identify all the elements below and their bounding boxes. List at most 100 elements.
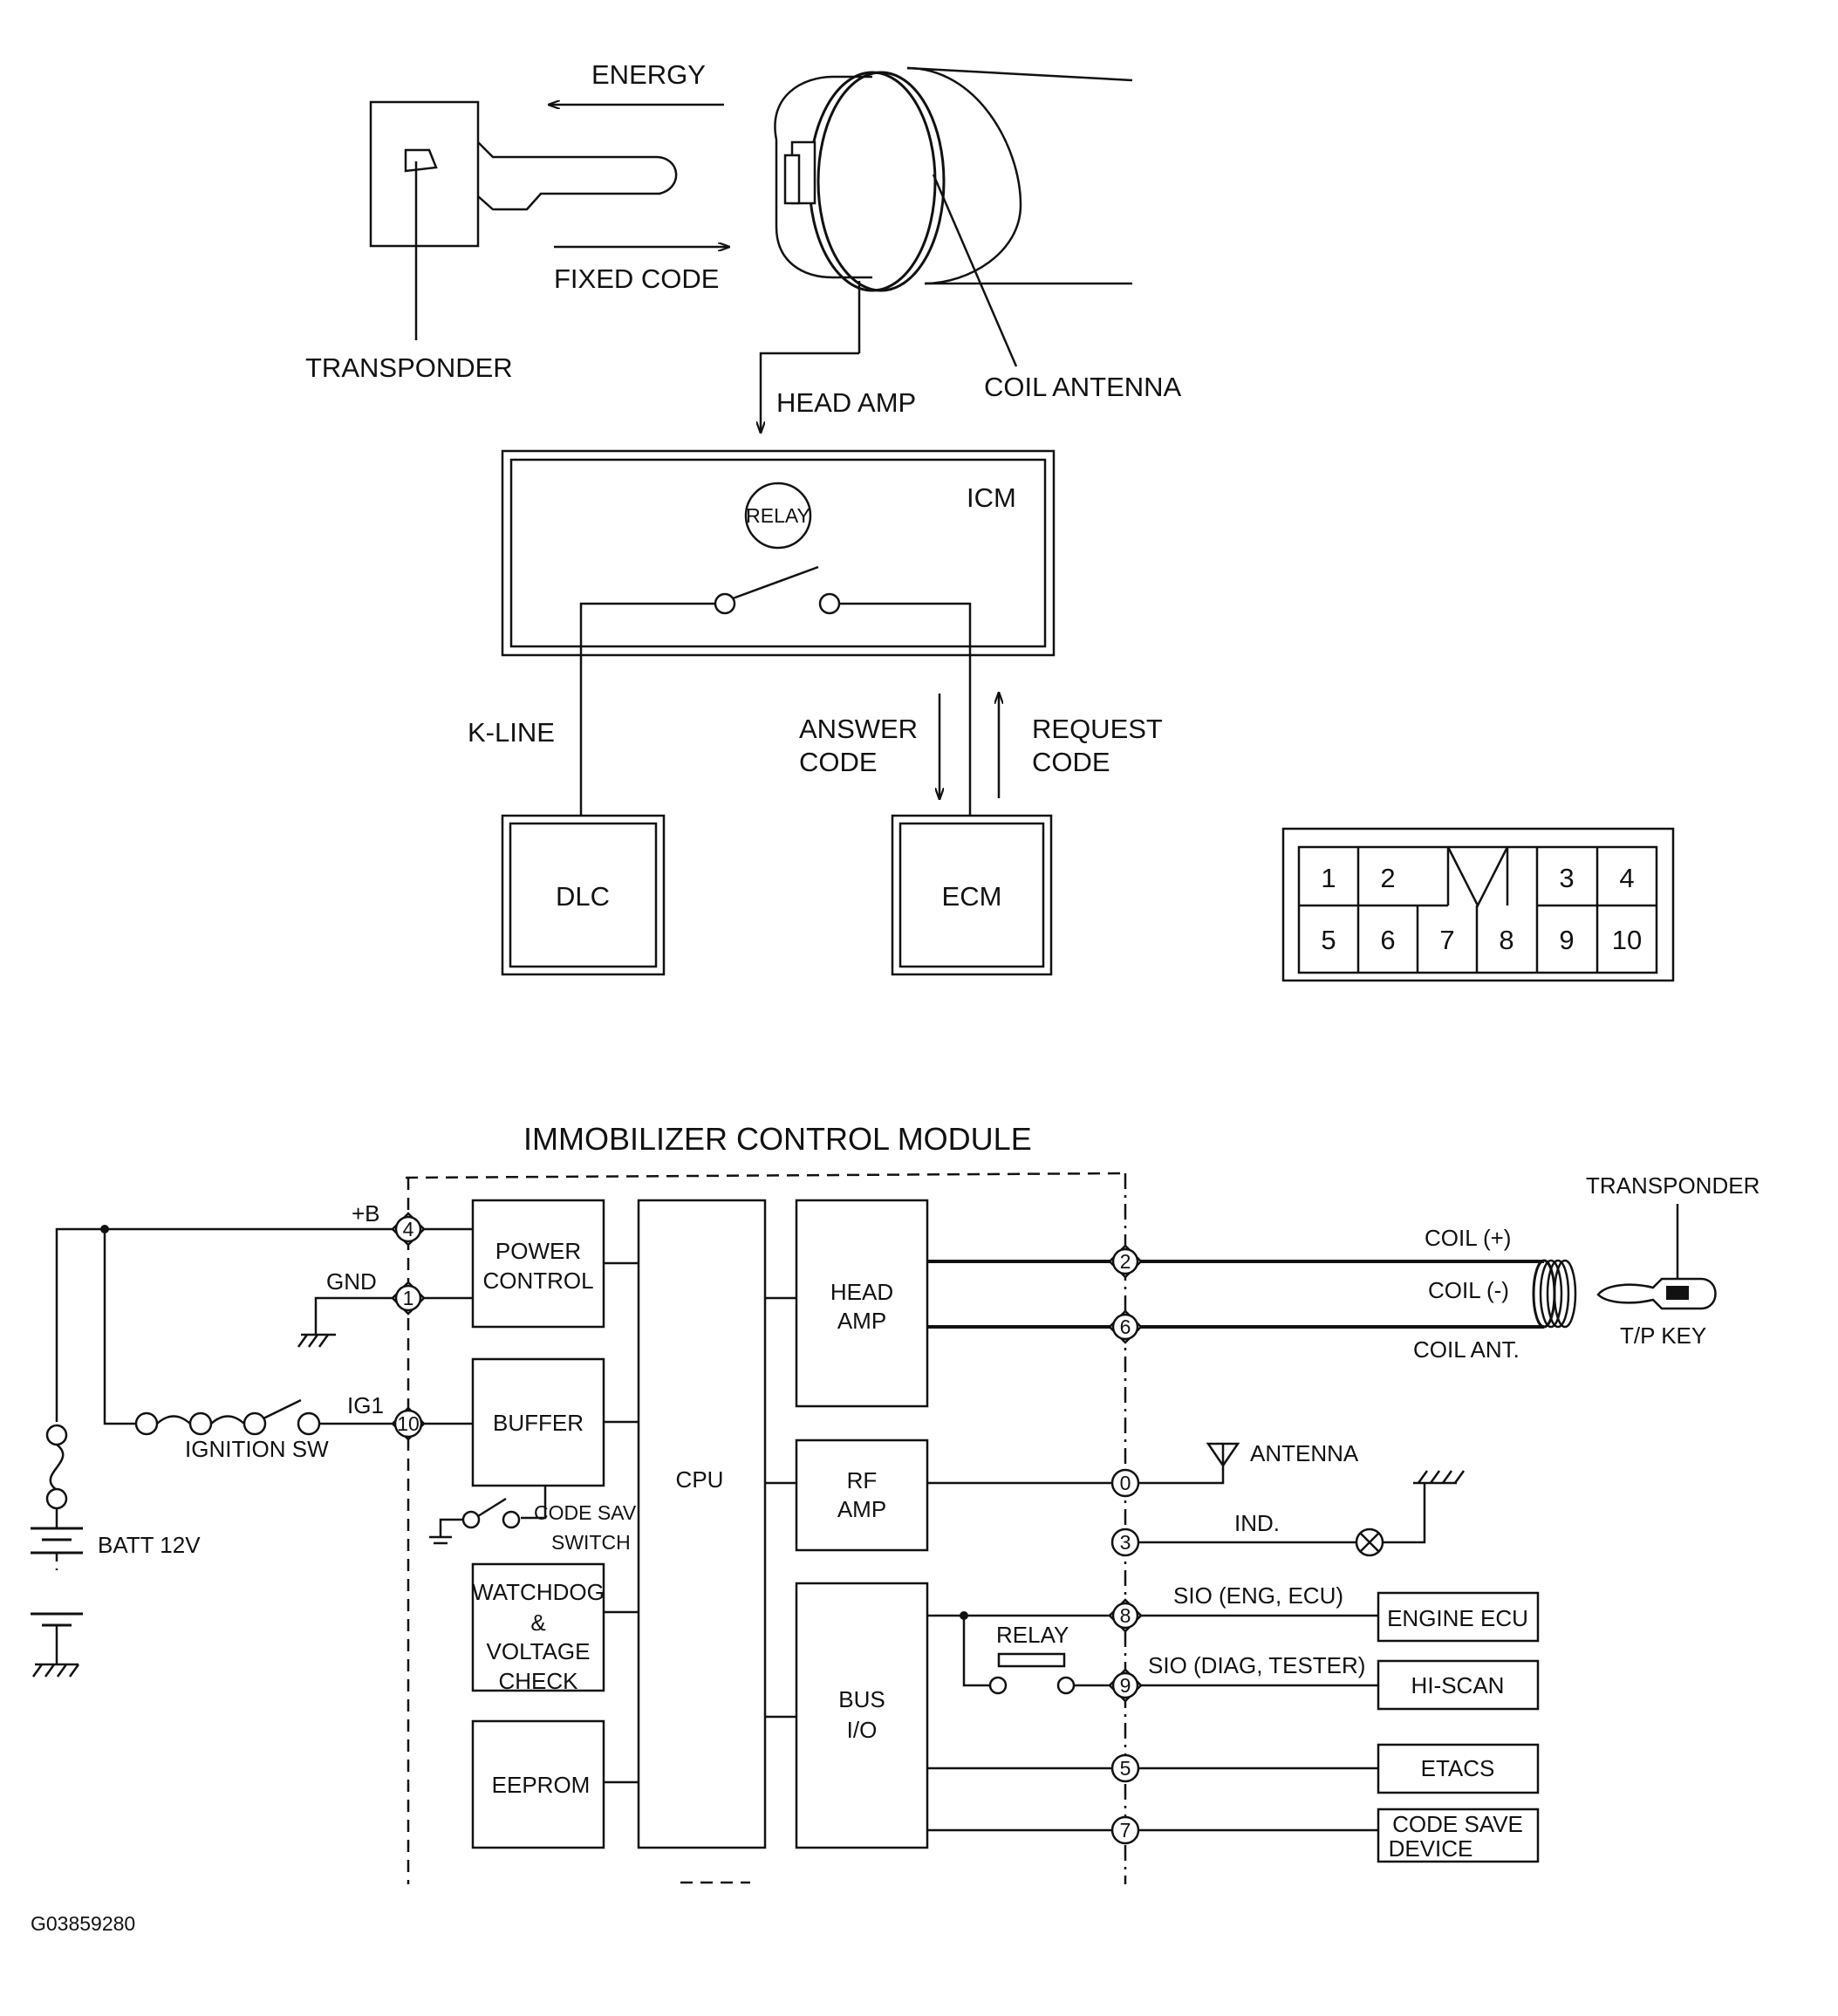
code-save-switch: CODE SAVE SWITCH [429,1486,650,1554]
coil-antenna-label: COIL ANTENNA [984,372,1182,402]
icm-module: RELAY ICM [501,449,1056,816]
sio-diag-label: SIO (DIAG, TESTER) [1148,1652,1365,1678]
rf-amp-label-2: AMP [837,1496,886,1522]
code-save-switch-label-1: CODE SAVE [534,1501,650,1524]
head-amp-label-1: HEAD [830,1279,893,1305]
code-save-switch-label-2: SWITCH [551,1531,631,1554]
coil-plus-label: COIL (+) [1425,1225,1511,1251]
head-amp-arrow [761,352,859,432]
relay-label: RELAY [746,504,810,527]
power-control-block: POWER CONTROL [471,1199,605,1329]
rf-amp-block: RF AMP [795,1439,929,1552]
pin-3: 3 [1559,863,1574,893]
ecm-box: ECM [891,814,1053,976]
watchdog-label-3: VOLTAGE [487,1638,591,1664]
hi-scan-box: HI-SCAN [1377,1659,1540,1711]
antenna-label: ANTENNA [1250,1440,1359,1466]
buffer-label: BUFFER [493,1410,584,1436]
pin-9-label: 9 [1120,1674,1131,1697]
watchdog-label-4: CHECK [498,1668,578,1694]
pin-7-label: 7 [1120,1819,1131,1842]
module-boundary-top [405,1172,1126,1179]
coil-antenna-symbol [1532,1259,1577,1329]
engine-ecu-box: ENGINE ECU [1377,1591,1540,1643]
pin-4-label: 4 [403,1218,414,1240]
pin-1: 1 [1321,863,1336,893]
pin-2: 2 [1380,863,1395,893]
dlc-box: DLC [501,814,666,976]
bus-io-block: BUS I/O [795,1582,929,1849]
cpu-label: CPU [676,1466,724,1493]
pin-7: 7 [1439,925,1454,955]
pin-3-label: 3 [1120,1531,1131,1554]
supply-wiring: IGNITION SW IG1 BATT 12V GND +B [31,1200,473,1678]
ecm-label: ECM [942,881,1002,912]
schematic-title: IMMOBILIZER CONTROL MODULE [523,1121,1032,1157]
pin-8: 8 [1499,925,1513,955]
pin-6: 6 [1380,925,1395,955]
cpu-block: CPU [637,1199,767,1849]
top-diagram: ENERGY FIXED CODE TRANSPONDER COIL ANTEN… [305,59,1675,982]
bus-io-label-2: I/O [847,1717,878,1743]
watchdog-label-1: WATCHDOG [472,1579,605,1605]
answer-code-label-1: ANSWER [799,714,918,744]
eeprom-label: EEPROM [492,1772,591,1798]
gnd-label: GND [326,1268,377,1295]
coil-ant-label: COIL ANT. [1413,1336,1520,1363]
head-amp-label-2: AMP [837,1308,886,1334]
figure-id: G03859280 [31,1912,135,1935]
pin-10-label: 10 [397,1412,420,1435]
pin-9: 9 [1559,925,1574,955]
engine-ecu-label: ENGINE ECU [1387,1605,1528,1631]
bus-io-label-1: BUS [838,1686,885,1712]
request-code-label-1: REQUEST [1032,714,1163,744]
power-control-label-1: POWER [495,1238,581,1264]
ig1-label: IG1 [347,1392,384,1418]
k-line-label: K-LINE [468,717,555,748]
ind-label: IND. [1234,1510,1280,1536]
energy-label: ENERGY [591,59,706,90]
coil-minus-label: COIL (-) [1428,1277,1509,1303]
left-pins: 4 1 10 [391,1212,426,1441]
antenna-icon [1206,1442,1240,1468]
head-amp-block: HEAD AMP [795,1199,929,1408]
tp-key-label: T/P KEY [1620,1322,1706,1349]
relay-label-schematic: RELAY [996,1622,1069,1648]
tp-key-icon [1596,1204,1717,1310]
pin-2-label: 2 [1120,1250,1131,1273]
watchdog-block: WATCHDOG & VOLTAGE CHECK [471,1562,605,1694]
pin-8-label: 8 [1120,1604,1131,1627]
pin-0-label: 0 [1120,1472,1131,1494]
plus-b-label: +B [352,1200,380,1227]
pin-5-label: 5 [1120,1757,1131,1780]
pin-10: 10 [1612,925,1642,955]
pin-1-label: 1 [403,1287,414,1309]
pin-5: 5 [1321,925,1336,955]
transponder-label: TRANSPONDER [305,352,513,383]
code-save-device-box: CODE SAVE DEVICE [1377,1808,1540,1863]
key-illustration [369,100,678,340]
power-control-label-2: CONTROL [482,1268,593,1294]
schematic: IMMOBILIZER CONTROL MODULE IGNITION SW I… [31,1121,1759,1884]
eeprom-block: EEPROM [471,1719,605,1849]
request-code-label-2: CODE [1032,747,1110,777]
pin-4: 4 [1619,863,1634,893]
sio-eng-label: SIO (ENG, ECU) [1173,1582,1343,1609]
code-save-device-label-2: DEVICE [1389,1835,1473,1862]
watchdog-label-2: & [530,1609,545,1636]
hi-scan-label: HI-SCAN [1411,1672,1505,1698]
right-pins: 2 6 0 3 8 9 5 7 [1108,1244,1143,1845]
fixed-code-label: FIXED CODE [554,263,719,294]
batt-label: BATT 12V [98,1532,201,1558]
pin-6-label: 6 [1120,1316,1131,1338]
ignition-cylinder [774,66,1133,367]
transponder-label-schematic: TRANSPONDER [1586,1172,1759,1199]
rf-amp-label-1: RF [847,1467,878,1493]
ignition-sw-label: IGNITION SW [185,1436,329,1462]
connector-pinout: 1 2 3 4 5 6 7 8 9 10 [1281,827,1675,982]
code-save-device-label-1: CODE SAVE [1392,1811,1523,1837]
icm-label: ICM [967,482,1016,513]
etacs-box: ETACS [1377,1743,1540,1794]
buffer-block: BUFFER [471,1357,605,1487]
